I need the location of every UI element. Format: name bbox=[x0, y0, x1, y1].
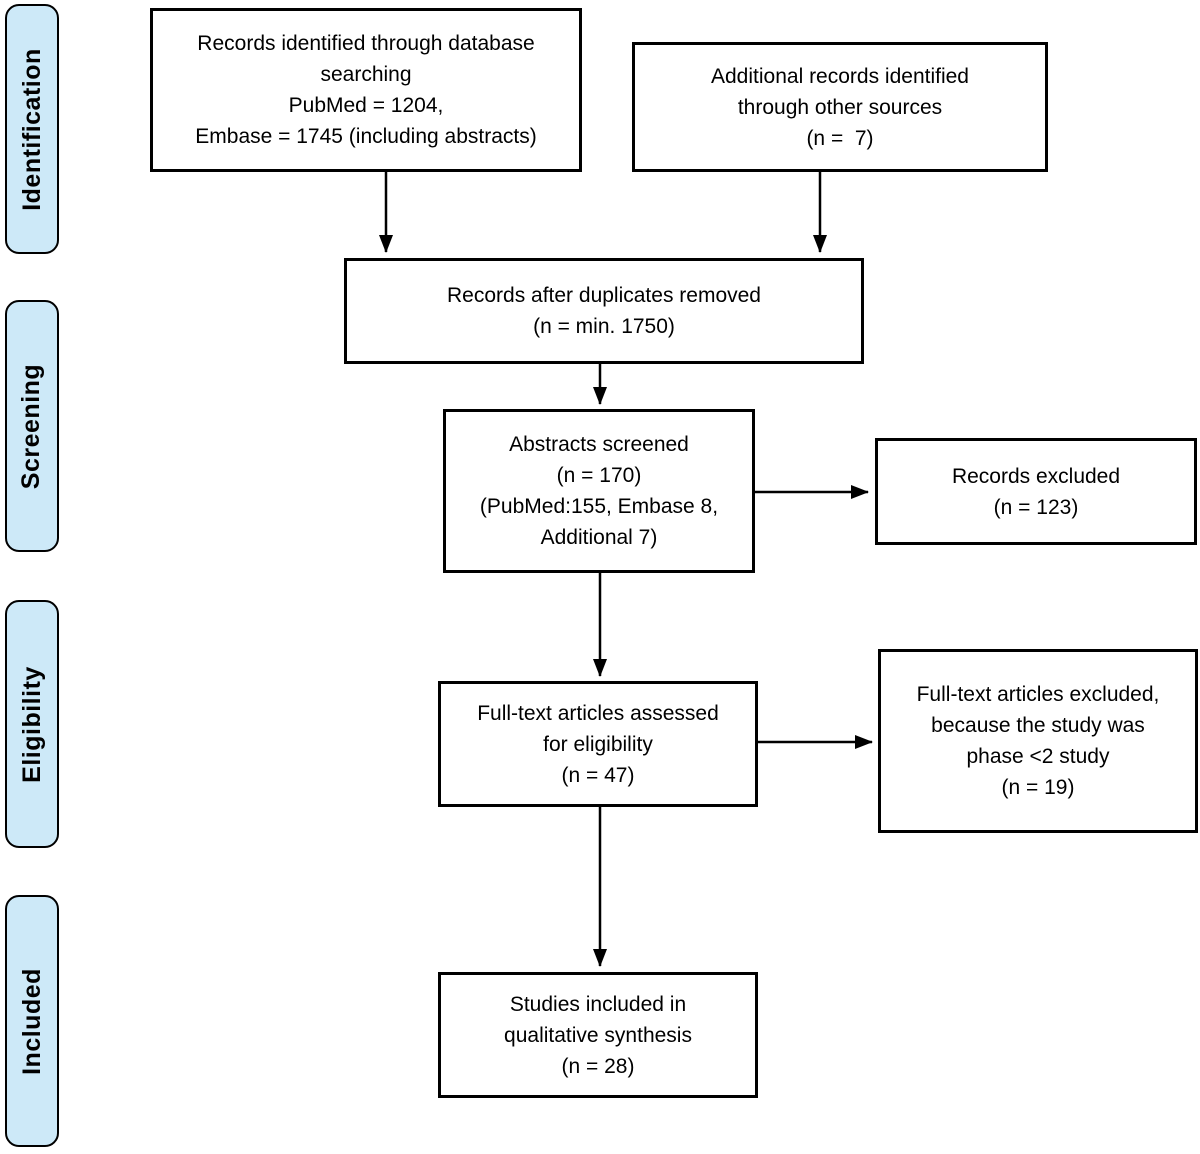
stage-label-screening: Screening bbox=[5, 300, 59, 552]
box-records-excluded-text: Records excluded (n = 123) bbox=[951, 464, 1121, 519]
box-additional-records-text: Additional records identified through ot… bbox=[711, 64, 969, 150]
box-additional-records: Additional records identified through ot… bbox=[632, 42, 1048, 172]
box-studies-included: Studies included in qualitative synthesi… bbox=[438, 972, 758, 1098]
stage-label-eligibility: Eligibility bbox=[5, 600, 59, 848]
stage-label-identification-text: Identification bbox=[17, 47, 46, 211]
box-duplicates-removed-text: Records after duplicates removed (n = mi… bbox=[447, 284, 761, 338]
box-fulltext-assessed: Full-text articles assessed for eligibil… bbox=[438, 681, 758, 807]
box-studies-included-text: Studies included in qualitative synthesi… bbox=[504, 992, 692, 1078]
box-records-identified: Records identified through database sear… bbox=[150, 8, 582, 172]
box-duplicates-removed: Records after duplicates removed (n = mi… bbox=[344, 258, 864, 364]
stage-label-included-text: Included bbox=[17, 967, 46, 1075]
box-records-excluded: Records excluded (n = 123) bbox=[875, 438, 1197, 545]
box-fulltext-excluded: Full-text articles excluded, because the… bbox=[878, 649, 1198, 833]
box-fulltext-excluded-text: Full-text articles excluded, because the… bbox=[916, 683, 1160, 799]
box-abstracts-screened: Abstracts screened (n = 170) (PubMed:155… bbox=[443, 409, 755, 573]
stage-label-identification: Identification bbox=[5, 4, 59, 254]
stage-label-included: Included bbox=[5, 895, 59, 1147]
box-fulltext-assessed-text: Full-text articles assessed for eligibil… bbox=[477, 701, 719, 787]
box-records-identified-text: Records identified through database sear… bbox=[195, 32, 537, 148]
stage-label-eligibility-text: Eligibility bbox=[17, 665, 46, 783]
stage-label-screening-text: Screening bbox=[17, 363, 46, 489]
box-abstracts-screened-text: Abstracts screened (n = 170) (PubMed:155… bbox=[479, 433, 719, 549]
